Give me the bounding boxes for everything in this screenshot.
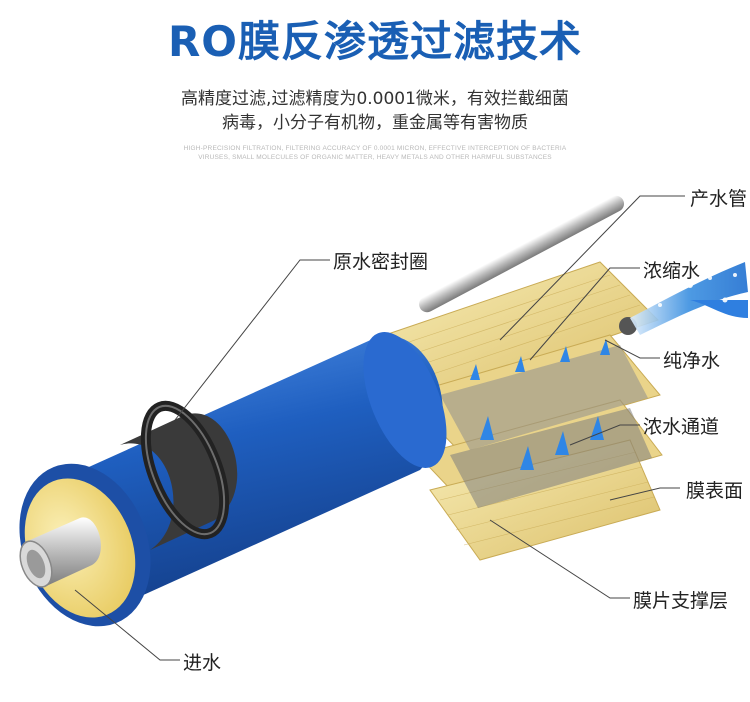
english-caption-line-1: HIGH-PRECISION FILTRATION, FILTERING ACC… <box>183 145 567 152</box>
raw-water-seal-ring <box>120 400 238 550</box>
label-water-inlet: 进水 <box>183 652 222 674</box>
inlet-tube <box>19 517 101 588</box>
label-concentrate: 浓缩水 <box>643 260 701 282</box>
membrane-cylinder <box>60 332 447 610</box>
page-title: RO膜反渗透过滤技术 <box>167 17 583 66</box>
water-flow <box>470 262 748 470</box>
label-water-outlet-pipe: 产水管 <box>690 188 748 210</box>
label-membrane-support-layer: 膜片支撑层 <box>633 590 729 612</box>
label-raw-water-seal-ring: 原水密封圈 <box>333 251 429 273</box>
label-pure-water: 纯净水 <box>663 350 721 372</box>
label-concentrate-channel: 浓水通道 <box>643 416 720 438</box>
subtitle-line-2: 病毒，小分子有机物，重金属等有害物质 <box>222 113 528 133</box>
leader-lines <box>74 195 685 661</box>
label-membrane-surface: 膜表面 <box>686 480 744 502</box>
english-caption-line-2: VIRUSES, SMALL MOLECULES OF ORGANIC MATT… <box>198 154 552 161</box>
subtitle-line-1: 高精度过滤,过滤精度为0.0001微米，有效拦截细菌 <box>181 89 569 109</box>
